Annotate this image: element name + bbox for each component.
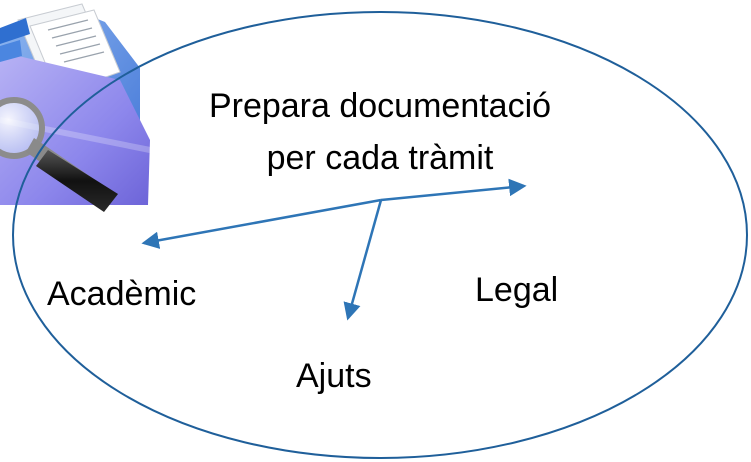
arrow-to-legal: [380, 178, 527, 202]
arrow-to-academic: [141, 198, 382, 249]
branch-label-academic: Acadèmic: [47, 275, 196, 313]
title-line-1: Prepara documentació: [209, 87, 551, 125]
arrow-to-ajuts: [343, 199, 383, 321]
branch-label-ajuts: Ajuts: [296, 357, 372, 395]
title-line-2: per cada tràmit: [267, 139, 494, 177]
diagram-ellipse: [12, 11, 748, 459]
folder-with-magnifier-icon: [0, 3, 151, 212]
branch-label-legal: Legal: [475, 271, 558, 309]
